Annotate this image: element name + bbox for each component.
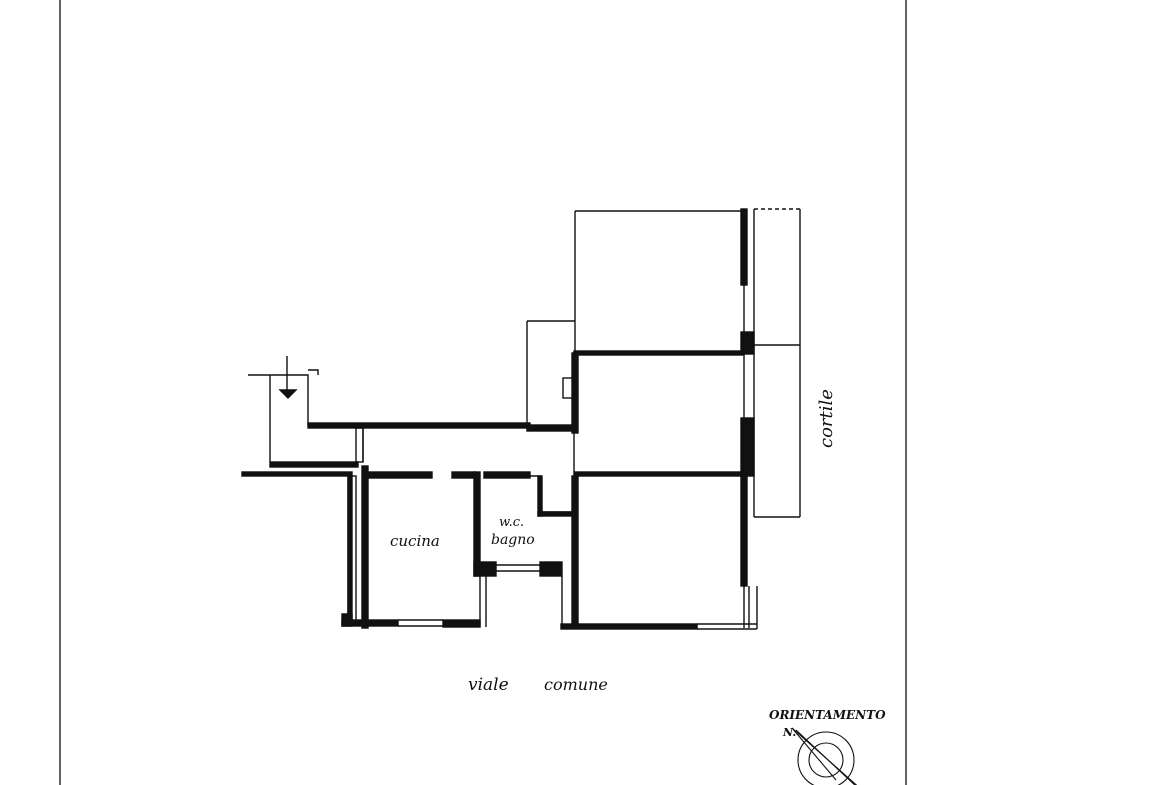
compass: ORIENTAMENTO N. bbox=[769, 708, 886, 785]
room-lower bbox=[560, 475, 758, 630]
street-label-comune: comune bbox=[544, 675, 608, 694]
sheet-border bbox=[59, 0, 907, 785]
compass-rose-icon bbox=[791, 727, 858, 785]
corridor bbox=[307, 320, 575, 463]
wc-label: w.c. bbox=[499, 515, 524, 530]
street-label-viale: viale bbox=[468, 675, 509, 695]
floor-plan bbox=[241, 208, 801, 630]
courtyard bbox=[753, 208, 801, 518]
kitchen-label: cucina bbox=[390, 532, 440, 550]
courtyard-label: cortile bbox=[816, 389, 837, 448]
bathroom-room bbox=[473, 471, 573, 627]
room-upper bbox=[574, 208, 755, 355]
room-middle bbox=[562, 350, 755, 477]
orientation-title: ORIENTAMENTO bbox=[769, 708, 886, 722]
landing bbox=[248, 356, 359, 468]
north-mark: N. bbox=[782, 726, 796, 739]
bathroom-label: bagno bbox=[491, 532, 535, 548]
kitchen-room bbox=[241, 465, 481, 629]
